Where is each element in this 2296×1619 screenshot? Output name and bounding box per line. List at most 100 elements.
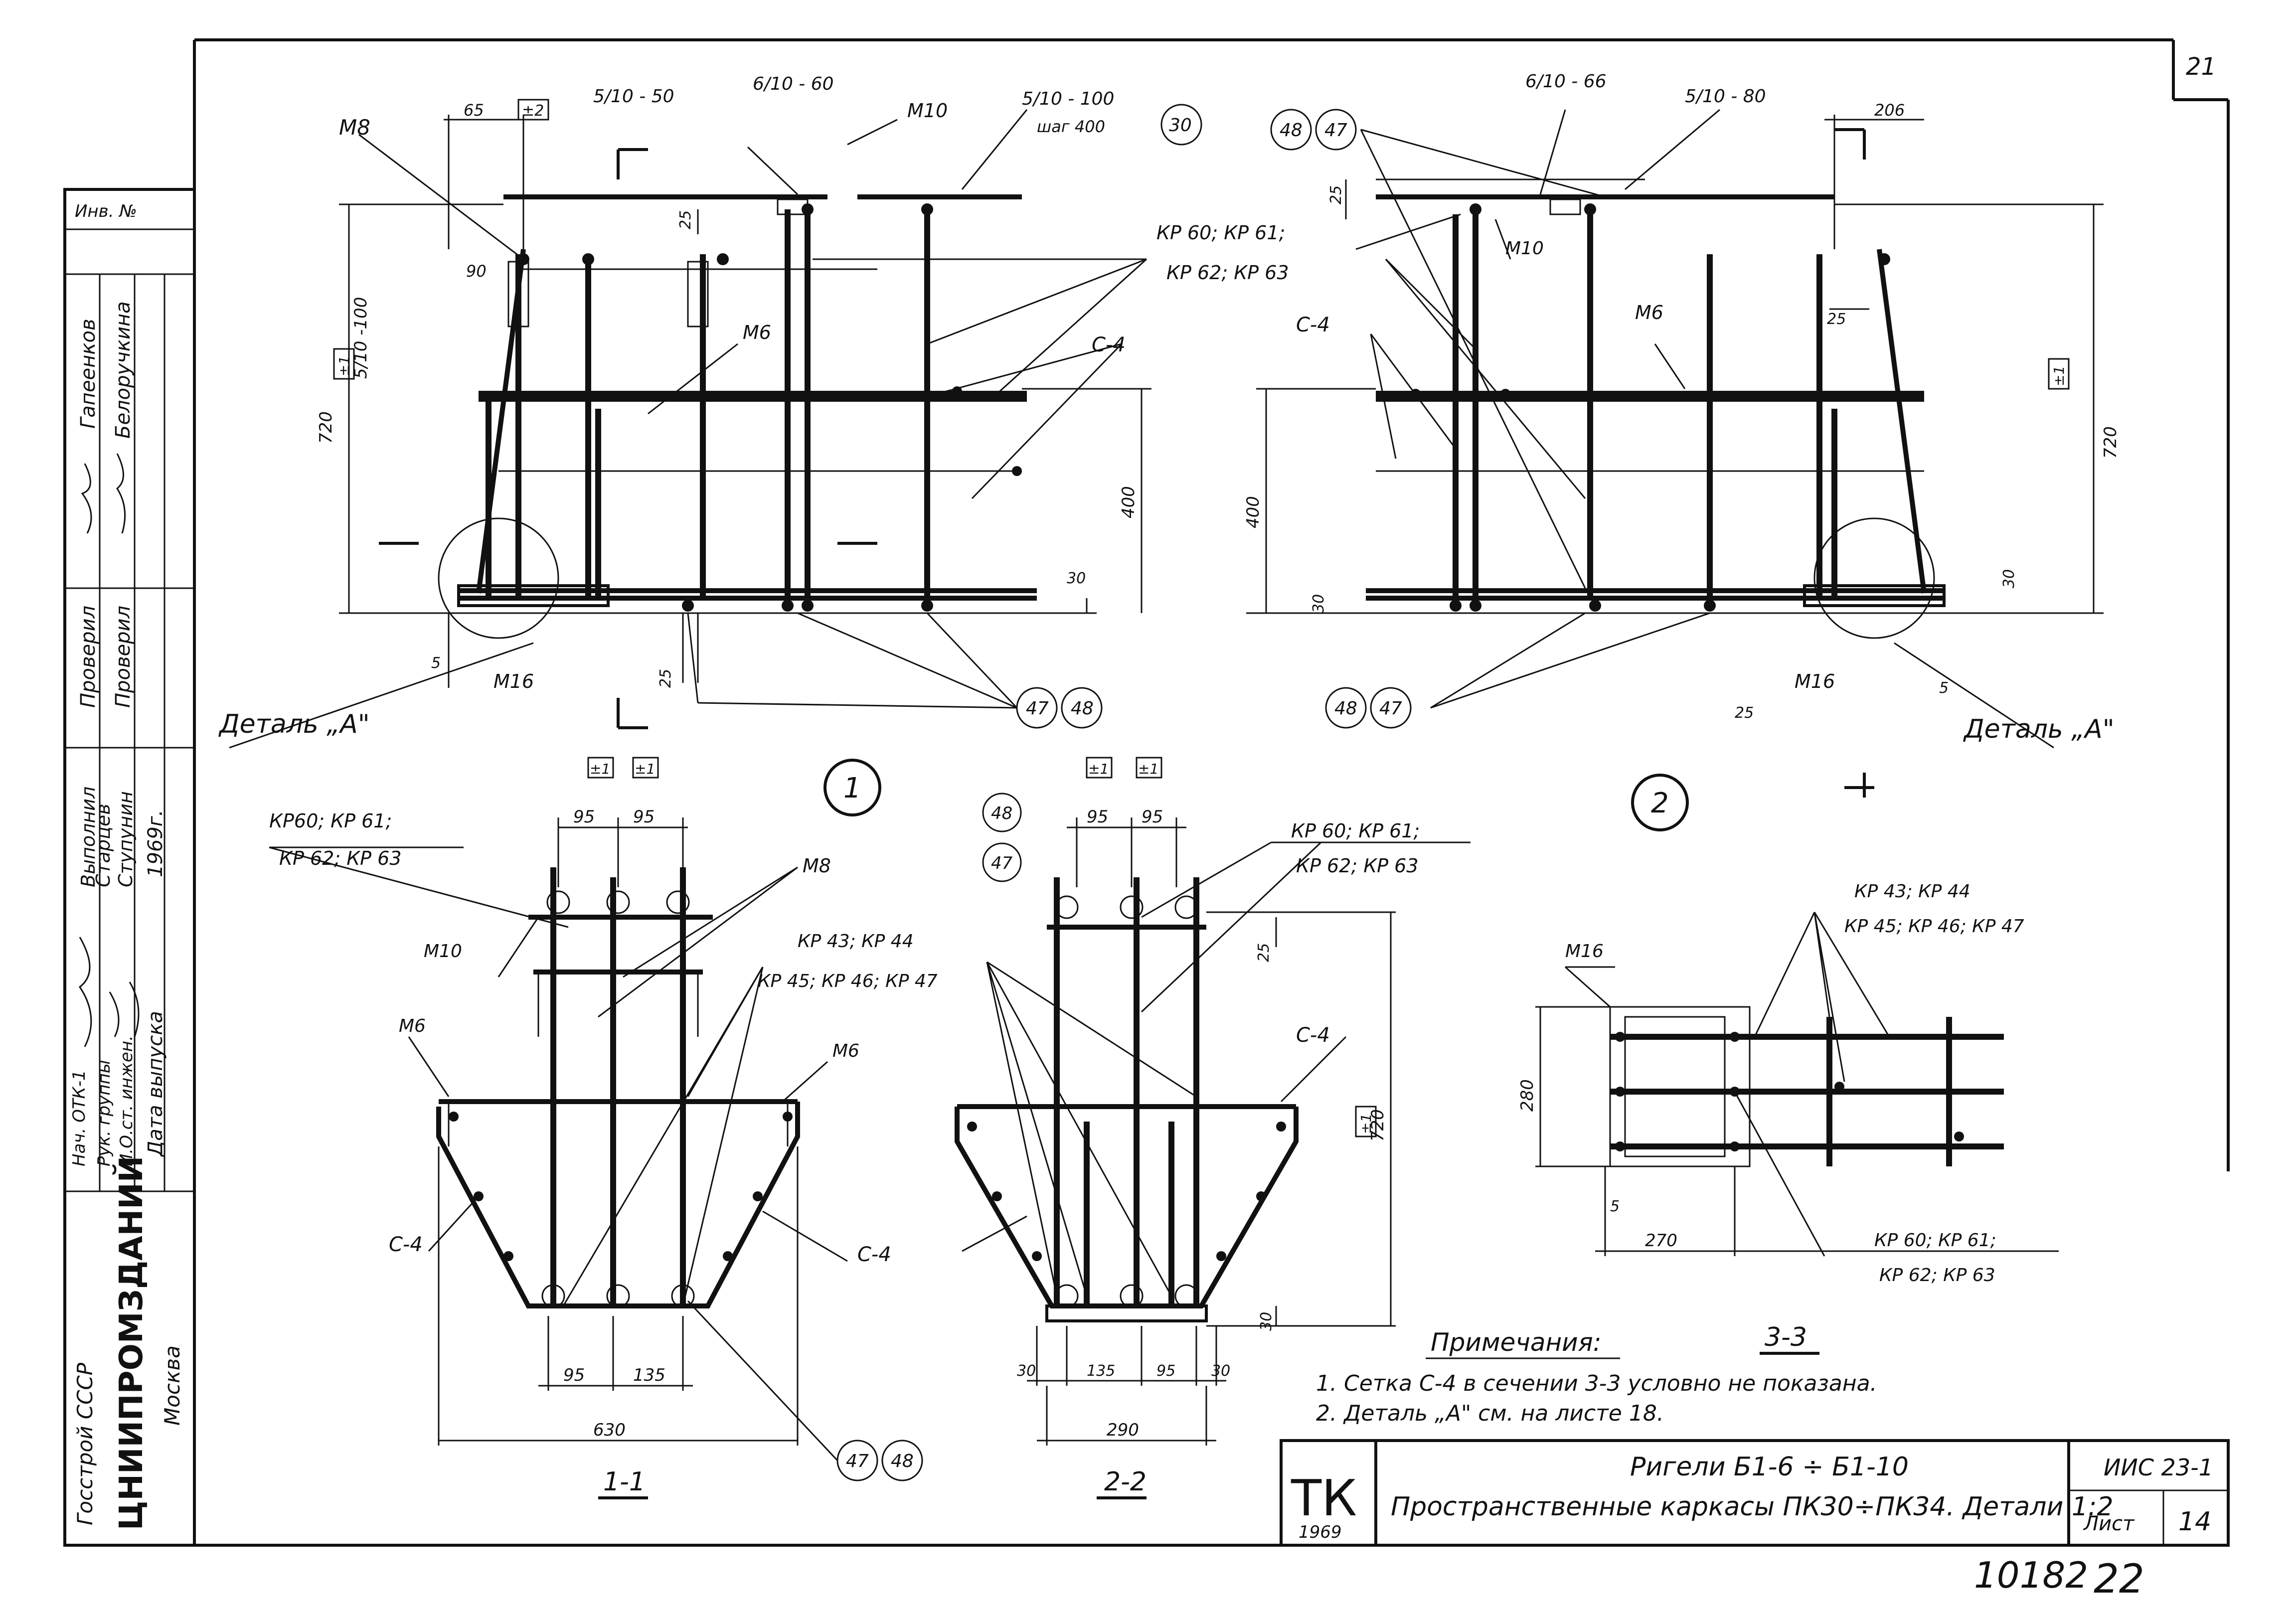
dim-30-right-b: 30 [2000,569,2018,588]
series-code: ИИС 23-1 [2104,1454,2213,1481]
circle-47-c: 47 [1379,698,1402,719]
label-kp60-2-2-line2: КР 62; КР 63 [1296,855,1419,877]
dim-720-right: 720 [2101,426,2121,459]
view-2-elevation: М6 М10 М16 С-4 6/10 - 66 5/10 - 80 48 47… [333,71,2121,798]
inv-no: Инв. № [75,201,137,221]
view-1-number: 1 [843,772,861,805]
circle-48-e: 48 [991,804,1012,823]
checked-label-2: Проверил [112,606,135,708]
label-kp60-33-line1: КР 60; КР 61; [1874,1230,1996,1251]
detail-a-left: Деталь „А" [218,709,370,739]
section-3-3-label: 3-3 [1765,1322,1807,1352]
label-m8: М8 [339,115,370,140]
dim-135-a: 135 [633,1365,665,1385]
dim-270: 270 [1645,1231,1677,1251]
dim-206: 206 [1874,101,1905,120]
page-number: 21 [2186,53,2216,81]
label-c4: С-4 [1092,333,1126,356]
detail-a-circle-right [1813,517,1935,639]
logo-tk: ТК [1291,1469,1357,1527]
pm-1-a: ±1 [590,761,610,777]
dim-135-b: 135 [1087,1362,1115,1380]
label-kp60-line2: КР 62; КР 63 [1166,262,1289,284]
pm-1-e: ±1 [1358,1114,1374,1134]
archive-number: 10182 [1974,1554,2088,1596]
dim-30-a: 30 [1017,1362,1036,1380]
org-cniipromzdaniy: ЦНИИПРОМЗДАНИЙ [112,1156,150,1530]
dim-65: 65 [464,101,484,120]
label-frac-5-10-50: 5/10 - 50 [593,86,674,107]
archive-page: 22 [2094,1556,2144,1602]
section-2-2: ±1 ±1 95 95 [955,757,1471,1499]
label-kp60-line1: КР 60; КР 61; [1156,222,1285,244]
title-line-1: Ригели Б1-6 ÷ Б1-10 [1630,1452,1909,1482]
sheet-number: 14 [2178,1507,2211,1537]
org-gosstroy: Госстрой СССР [73,1362,97,1525]
label-frac-6-10-66: 6/10 - 66 [1525,71,1607,92]
sheet-label: Лист [2083,1512,2135,1535]
dim-400-left: 400 [1119,486,1139,518]
dim-25-right-bottom: 25 [1735,704,1754,722]
label-m16-33: М16 [1565,941,1604,962]
checker-left: Гапеенков [77,319,100,429]
circle-48-d: 48 [891,1451,914,1471]
signature-name-3: Ступунин [115,791,137,887]
dim-95-e: 95 [1142,807,1163,827]
title-line-2: Пространственные каркасы ПК30÷ПК34. Дета… [1391,1492,2114,1522]
pm-1-left: ±1 [336,356,352,376]
label-kp43-line1: КР 43; КР 44 [798,931,914,952]
dim-30-2-2: 30 [1258,1312,1275,1331]
label-c4-2-2-top: С-4 [1296,1024,1330,1047]
dim-95-c: 95 [563,1365,585,1385]
dim-400-right: 400 [1243,496,1263,528]
label-frac-5-10-100: 5/10 - 100 [1022,89,1114,109]
circle-48-a: 48 [1071,698,1094,719]
signature-scribble [78,453,140,1047]
logo-year: 1969 [1299,1522,1342,1542]
circle-47-d: 47 [846,1451,869,1471]
detail-a-right: Деталь „А" [1963,714,2115,744]
label-frac-6-10-60: 6/10 - 60 [753,74,834,94]
label-kp60-1-1-line2: КР 62; КР 63 [279,847,402,869]
release-date-label: Дата выпуска [144,1011,167,1157]
circle-47-a: 47 [1026,698,1049,719]
label-c4-right: С-4 [1296,314,1330,336]
dim-280: 280 [1517,1079,1537,1112]
detail-a-circle-left [438,517,559,639]
label-kp43-33-line2: КР 45; КР 46; КР 47 [1844,916,2024,937]
section-1-1: ±1 ±1 95 95 [269,757,938,1499]
label-m10-1-1: М10 [424,941,462,962]
label-m6-1-1-left: М6 [399,1016,426,1036]
note-2: 2. Деталь „А" см. на листе 18. [1316,1401,1664,1426]
dim-25-right-top: 25 [1327,185,1345,204]
signature-role-2: Рук. группы [94,1060,114,1166]
circle-47-e: 47 [991,853,1013,873]
dim-30-left: 30 [1067,570,1086,587]
circle-30: 30 [1169,115,1192,136]
circle-47-b: 47 [1324,120,1347,141]
executed-label: Выполнил [77,787,99,887]
signature-name-2: Старцев [92,804,114,887]
label-kp43-line2: КР 45; КР 46; КР 47 [758,971,938,991]
dim-25-2-2: 25 [1255,943,1273,962]
circle-48-b: 48 [1280,120,1303,141]
side-stamp: Инв. № Гапеенков Белоручкина Проверил Пр… [63,188,196,1547]
label-kp60-33-line2: КР 62; КР 63 [1879,1265,1995,1286]
notes: Примечания: 1. Сетка С-4 в сечении 3-3 у… [1316,1328,1877,1426]
org-moskva: Москва [160,1345,184,1426]
pm-1-d: ±1 [1138,761,1158,777]
dim-720-left: 720 [316,411,336,444]
label-step-400: шаг 400 [1037,117,1105,136]
section-3-3: 280 270 5 М16 КР 43; КР 44 КР 45; КР 46;… [1517,881,2059,1355]
dim-95-a: 95 [573,807,595,827]
signature-role-3: И.О.ст. инжен. [117,1035,137,1166]
dim-630: 630 [593,1420,626,1440]
signature-role-1: Нач. ОТК-1 [69,1070,89,1166]
label-c4-1-1-left: С-4 [389,1233,423,1256]
dim-5-left: 5 [431,654,441,672]
pm-1-b: ±1 [635,761,655,777]
label-m6: М6 [743,322,771,343]
label-m16: М16 [493,670,534,692]
view-2-number: 2 [1651,787,1669,819]
